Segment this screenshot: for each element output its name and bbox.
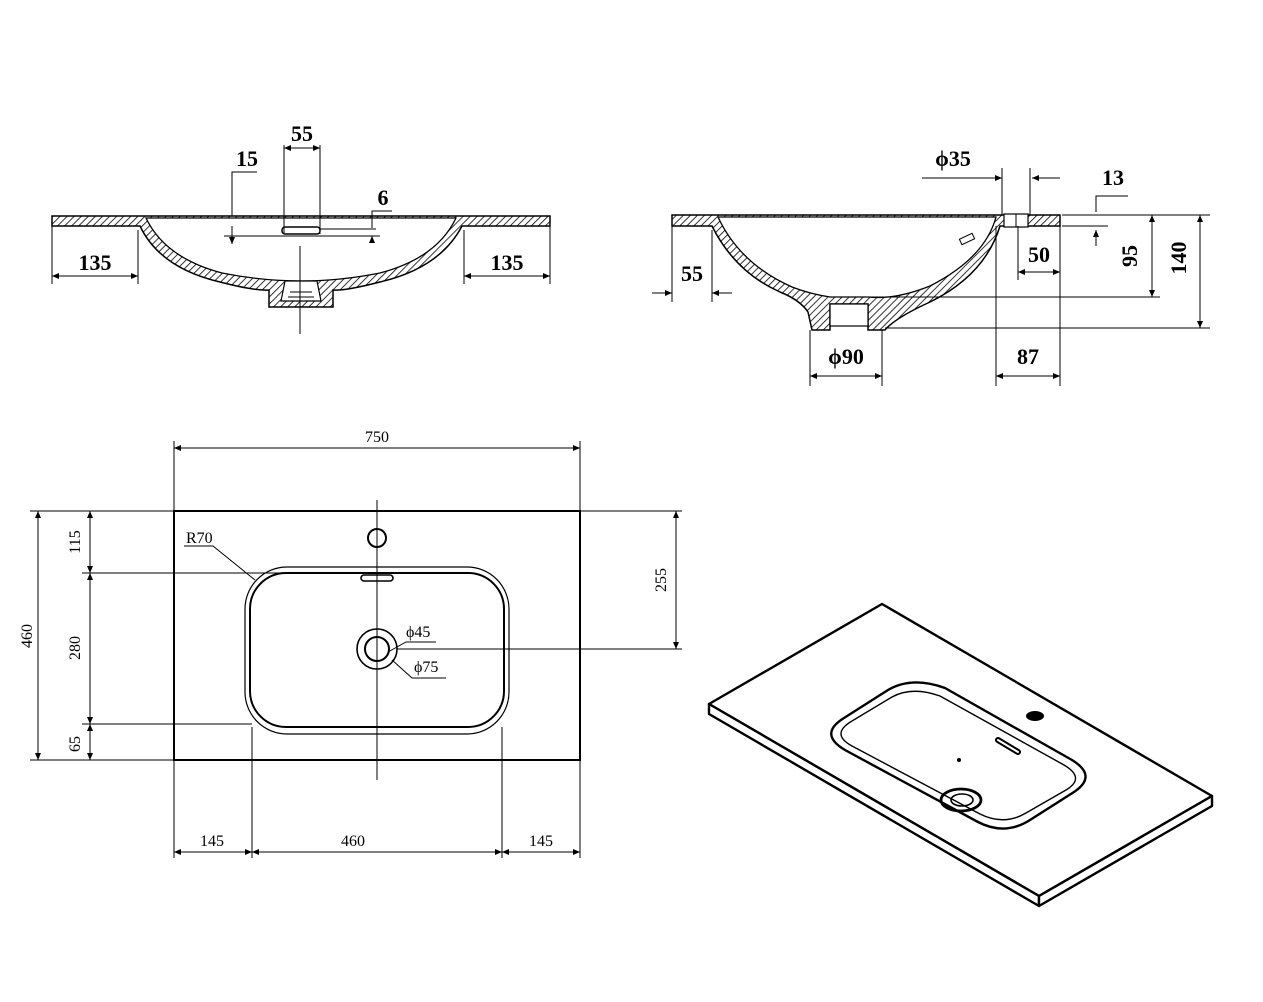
top-dim-total-width: 750: [365, 429, 389, 446]
side-dim-front-ledge: 55: [681, 261, 703, 286]
front-dim-overflow-top: 15: [236, 146, 258, 171]
top-dim-drain-outer: ϕ75: [414, 659, 438, 676]
side-dim-drain: ϕ90: [828, 344, 864, 369]
top-dim-back-margin: 115: [67, 530, 84, 553]
top-dim-bowl-width: 460: [341, 833, 365, 850]
front-dim-left-ledge: 135: [79, 250, 112, 275]
front-section-view: 55 15 6 135 135: [51, 121, 551, 334]
front-dim-overflow-slot: 6: [378, 185, 389, 210]
side-dim-tap-offset: 50: [1028, 242, 1050, 267]
side-dim-bowl-depth: 95: [1117, 245, 1142, 267]
side-dim-rear: 87: [1017, 344, 1039, 369]
iso-countertop-side-edge: [1037, 794, 1214, 908]
front-overflow-slot: [281, 226, 321, 235]
top-dim-drain-inner: ϕ45: [406, 624, 430, 641]
iso-bowl-inner: [840, 690, 1077, 821]
side-dim-deck-thickness: 13: [1102, 165, 1124, 190]
front-dim-right-ledge: 135: [491, 250, 524, 275]
top-dim-total-depth: 460: [19, 624, 36, 648]
top-dim-right-margin: 145: [529, 833, 553, 850]
top-dim-front-margin: 65: [67, 736, 84, 752]
top-plan-view: 750 460 115 280 65 255 R70 ϕ45 ϕ75: [19, 429, 682, 858]
top-dim-corner-radius: R70: [186, 530, 213, 547]
iso-bowl-outer: [830, 681, 1087, 830]
side-drain-cavity: [829, 303, 869, 327]
top-dim-bowl-depth: 280: [67, 636, 84, 660]
iso-tap-hole: [1026, 711, 1044, 721]
side-dim-total-height: 140: [1166, 242, 1191, 275]
side-section-view: ϕ35 13 50 95 140 55 ϕ90 8: [652, 146, 1210, 386]
top-dim-drain-offset: 255: [653, 568, 670, 592]
isometric-view: [707, 602, 1214, 908]
front-dim-faucet-width: 55: [291, 121, 313, 146]
front-drain-cavity: [280, 280, 322, 302]
side-dim-tap-hole: ϕ35: [935, 146, 971, 171]
top-dim-left-margin: 145: [200, 833, 224, 850]
iso-drain: [939, 787, 983, 813]
